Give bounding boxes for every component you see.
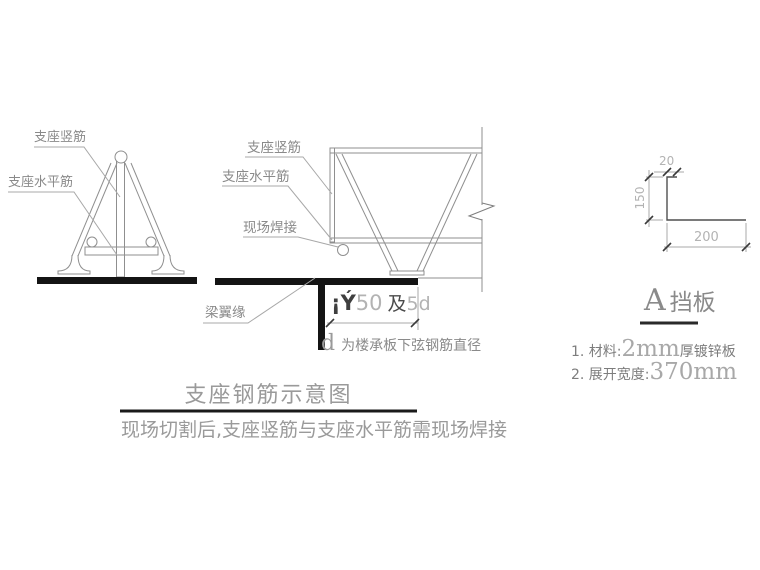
right-rebar-circle [145,236,157,248]
horizontal-rebar-bar [84,246,159,256]
left-leg-outer-line [71,162,112,257]
apex-rebar-circle [114,150,128,164]
left-leg-inner-line [77,162,118,257]
dim200-tick-left [662,242,672,252]
beam-flange-vertical-bar [318,285,325,350]
dim-tick-right [410,318,420,328]
vertical-rebar-column [116,152,125,278]
leader-left-vertical-rebar [34,146,121,198]
deck-slab-bars [37,277,418,350]
truss-left-diagonal-outer [335,153,393,272]
field-weld-label: 现场焊接 [243,220,297,236]
dim20-tick-right [672,167,682,177]
note2-prefix: 2. 展开宽度: [571,367,650,383]
clearance-dimension [325,287,420,330]
right-deck-bar [215,278,418,285]
girder-support-detail-drawing [329,127,496,292]
d-note-text: 为楼承板下弦钢筋直径 [341,338,482,354]
right-foot [151,254,185,275]
break-line-symbol [467,202,496,221]
drawing-note: 现场切割后,支座竖筋与支座水平筋需现场焊接 [121,419,508,441]
truss-foot-plate [389,270,425,276]
left-foot [57,254,91,275]
d-definition-note: d 为楼承板下弦钢筋直径 [321,331,481,356]
left-vertical-rebar-label: 支座竖筋 [34,130,87,145]
left-deck-bar [37,277,197,284]
clearance-dimension-text: ¡Ý 50 及 5d [331,289,431,316]
truss-top-chord [329,147,483,154]
truss-right-diagonal-outer [422,153,478,272]
baffle-title: A 挡板 [644,283,716,318]
baffle-dim-width: 200 [694,230,719,245]
note1-prefix: 1. 材料: [571,344,622,360]
baffle-title-letter: A [644,283,666,318]
note2-value: 370mm [649,359,738,385]
dim150-tick-top [644,172,654,182]
leader-mid-vertical-rebar [245,156,333,195]
truss-right-diagonal-inner [416,153,472,272]
dim150-tick-bottom [644,215,654,225]
leader-beam-flange [203,277,316,324]
field-weld-circle [337,244,349,256]
left-support-detail-drawing [57,150,185,278]
drawing-title: 支座钢筋示意图 [184,383,353,408]
note1-suffix: 厚镀锌板 [679,344,736,360]
dim20-tick-left [662,167,672,177]
mid-vertical-rebar-label: 支座竖筋 [247,140,301,156]
right-leg-outer-line [130,162,171,257]
and-word: 及 [387,293,407,315]
dim200-tick-right [741,242,751,252]
left-rebar-circle [86,236,98,248]
mid-horizontal-rebar-label: 支座水平筋 [222,169,290,185]
truss-left-vertical [329,147,335,243]
baffle-L-profile [666,176,746,221]
baffle-title-text: 挡板 [669,290,716,316]
leader-left-horizontal-rebar [8,191,118,256]
leader-mid-horizontal-rebar [222,185,333,241]
ge-symbol: ¡Ý [331,291,356,315]
truss-bottom-chord [329,237,483,244]
baffle-dim-height: 150 [633,186,647,210]
baffle-note-2: 2. 展开宽度: 370mm [571,359,737,385]
d-symbol: d [321,331,336,356]
right-leg-inner-line [124,162,165,257]
alt-clearance-value: 5d [406,293,431,315]
leader-lines [8,146,339,324]
dim-tick-left [325,318,335,328]
min-clearance-value: 50 [355,291,383,315]
baffle-note-1: 1. 材料: 2mm 厚镀锌板 [571,336,736,362]
beam-flange-label: 梁翼缘 [205,305,246,321]
baffle-dim-top: 20 [659,154,675,168]
truss-left-diagonal-inner [341,153,399,272]
leader-field-weld [243,236,339,248]
baffle-plate-drawing [640,167,751,325]
left-horizontal-rebar-label: 支座水平筋 [8,175,74,190]
note1-value: 2mm [621,336,680,362]
